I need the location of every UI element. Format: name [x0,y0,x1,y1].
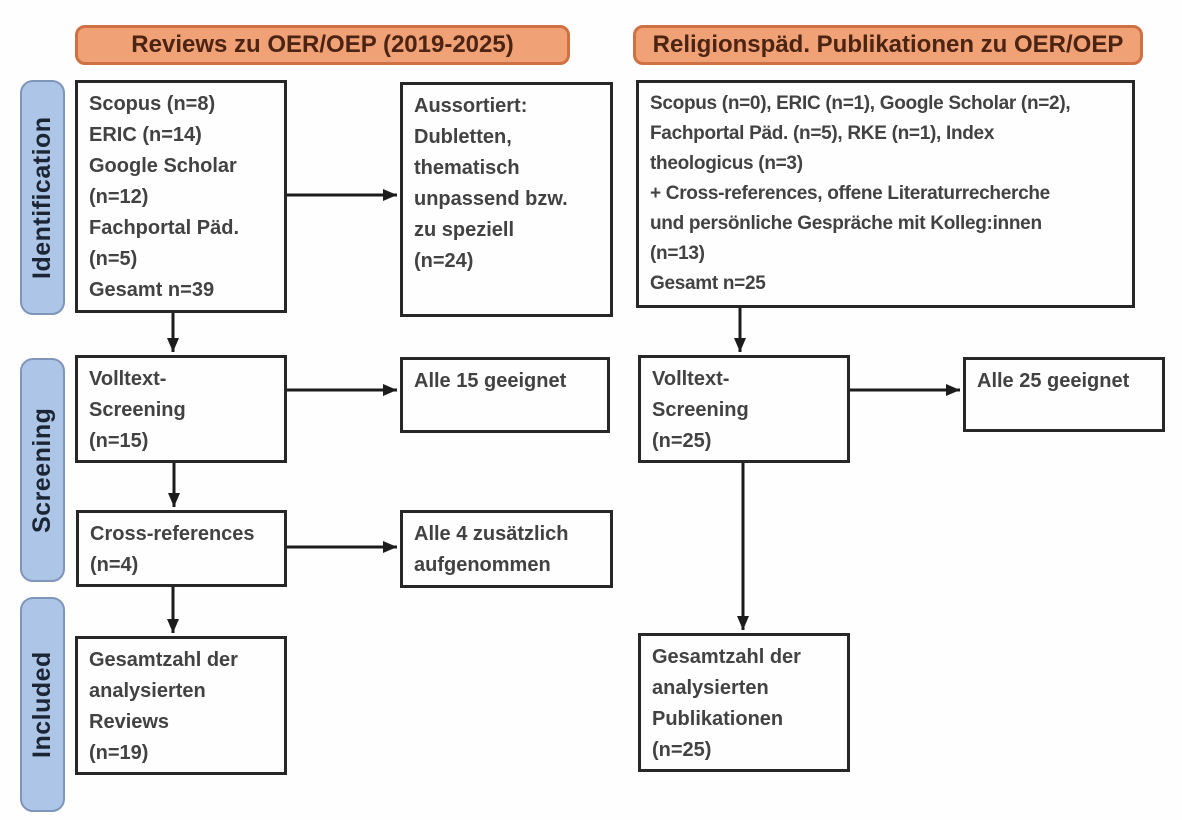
box-left-cross-references: Cross-references (n=4) [76,510,287,587]
box-right-identification-sources: Scopus (n=0), ERIC (n=1), Google Scholar… [636,80,1135,308]
stage-label-identification: Identification [20,80,65,315]
column-header-religionspaed: Religionspäd. Publikationen zu OER/OEP [633,25,1143,65]
box-right-fulltext-screening: Volltext- Screening (n=25) [638,355,850,463]
column-header-reviews: Reviews zu OER/OEP (2019-2025) [75,25,570,65]
stage-label-included: Included [20,597,65,812]
box-left-fulltext-result: Alle 15 geeignet [400,357,610,433]
stage-label-screening: Screening [20,358,65,582]
box-left-cross-references-result: Alle 4 zusätzlich aufgenommen [400,510,613,588]
box-left-fulltext-screening: Volltext- Screening (n=15) [75,355,287,463]
box-right-included-total: Gesamtzahl der analysierten Publikatione… [638,633,850,772]
box-left-excluded: Aussortiert: Dubletten, thematisch unpas… [400,82,613,317]
box-right-fulltext-result: Alle 25 geeignet [963,357,1165,432]
box-left-included-total: Gesamtzahl der analysierten Reviews (n=1… [75,636,287,775]
box-left-identification-sources: Scopus (n=8) ERIC (n=14) Google Scholar … [75,80,287,313]
